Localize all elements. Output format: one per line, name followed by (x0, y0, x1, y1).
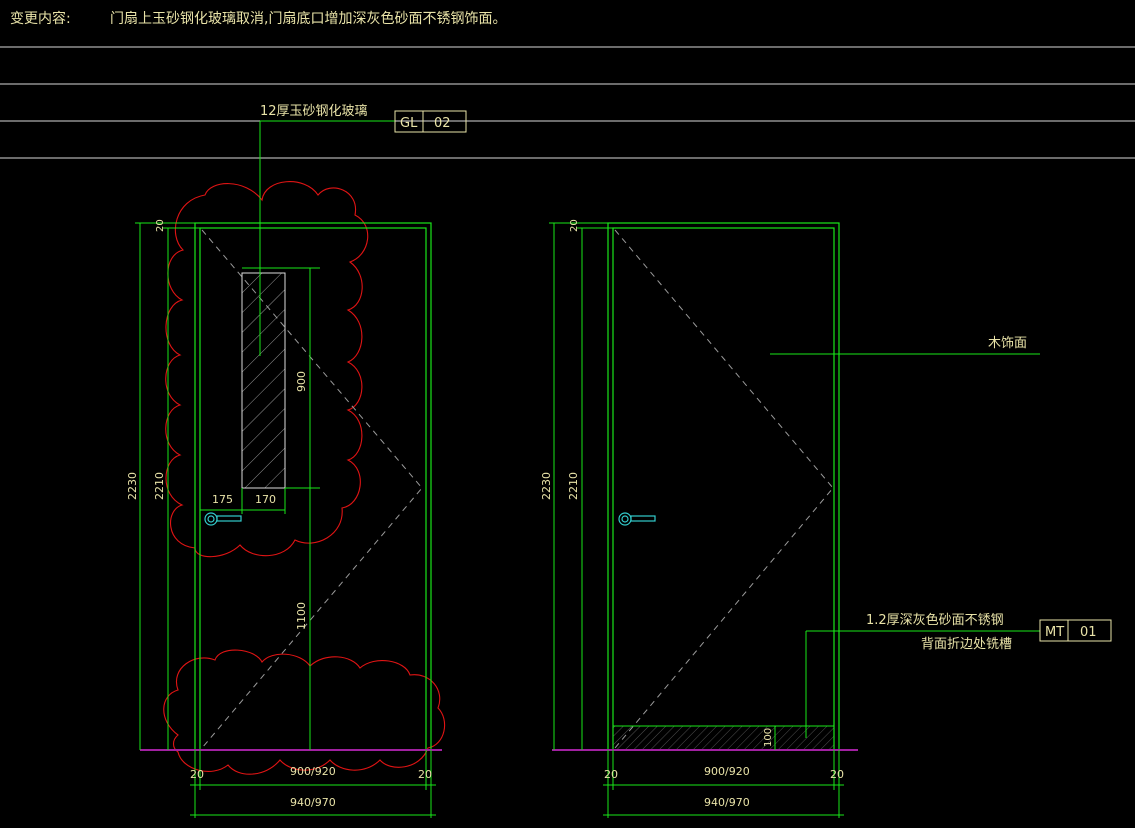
dim-glass-to-floor: 1100 (295, 602, 308, 630)
steel-tag-code: MT (1045, 625, 1064, 640)
dim-left-frame: 20 (190, 768, 204, 781)
door-handle-icon[interactable] (204, 512, 242, 526)
glass-tag-code: GL (400, 116, 418, 131)
glass-tag-number: 02 (434, 116, 451, 131)
dim-total-width: 940/970 (704, 796, 750, 809)
wood-finish-label: 木饰面 (988, 336, 1027, 351)
dim-total-width: 940/970 (290, 796, 336, 809)
door-frame (194, 222, 432, 751)
revision-cloud-upper (165, 181, 369, 558)
change-label: 变更内容: (10, 11, 71, 27)
dim-top-gap: 20 (155, 219, 166, 232)
dim-right-frame: 20 (830, 768, 844, 781)
dim-leaf-height: 2210 (567, 472, 580, 500)
glass-tag[interactable] (394, 110, 467, 133)
steel-material-label-line2: 背面折边处铣槽 (921, 637, 1012, 652)
dimension-lines (549, 222, 1040, 818)
steel-tag-number: 01 (1080, 625, 1097, 640)
dim-glass-offset: 175 (212, 493, 233, 506)
dim-leaf-height: 2210 (153, 472, 166, 500)
right-door-elevation[interactable]: MT 01 木饰面 1.2厚深灰色砂面不锈钢 背面折边处铣槽 2230 2210… (540, 219, 1112, 818)
door-swing-line (614, 229, 834, 749)
dim-leaf-width: 900/920 (704, 765, 750, 778)
glass-material-label: 12厚玉砂钢化玻璃 (260, 104, 368, 119)
dim-right-frame: 20 (418, 768, 432, 781)
door-swing-line (201, 229, 423, 749)
door-frame (607, 222, 840, 751)
revision-cloud-lower (163, 649, 446, 775)
change-description: 门扇上玉砂钢化玻璃取消,门扇底口增加深灰色砂面不锈钢饰面。 (110, 11, 507, 27)
dim-top-gap: 20 (569, 219, 580, 232)
dim-kick-height: 100 (763, 728, 774, 747)
dim-overall-height: 2230 (126, 472, 139, 500)
glass-panel[interactable] (241, 272, 286, 489)
steel-material-label-line1: 1.2厚深灰色砂面不锈钢 (866, 612, 1004, 628)
dimension-lines (135, 120, 436, 818)
title-rule-lines (0, 46, 1135, 159)
left-door-elevation[interactable]: GL 02 12厚玉砂钢化玻璃 2230 2210 20 900 1100 17… (126, 104, 467, 818)
dim-glass-width: 170 (255, 493, 276, 506)
steel-tag[interactable] (1039, 619, 1112, 642)
dim-overall-height: 2230 (540, 472, 553, 500)
door-handle-icon[interactable] (618, 512, 656, 526)
dim-left-frame: 20 (604, 768, 618, 781)
steel-kick-plate[interactable] (612, 725, 835, 751)
dim-leaf-width: 900/920 (290, 765, 336, 778)
dim-glass-height: 900 (295, 371, 308, 392)
